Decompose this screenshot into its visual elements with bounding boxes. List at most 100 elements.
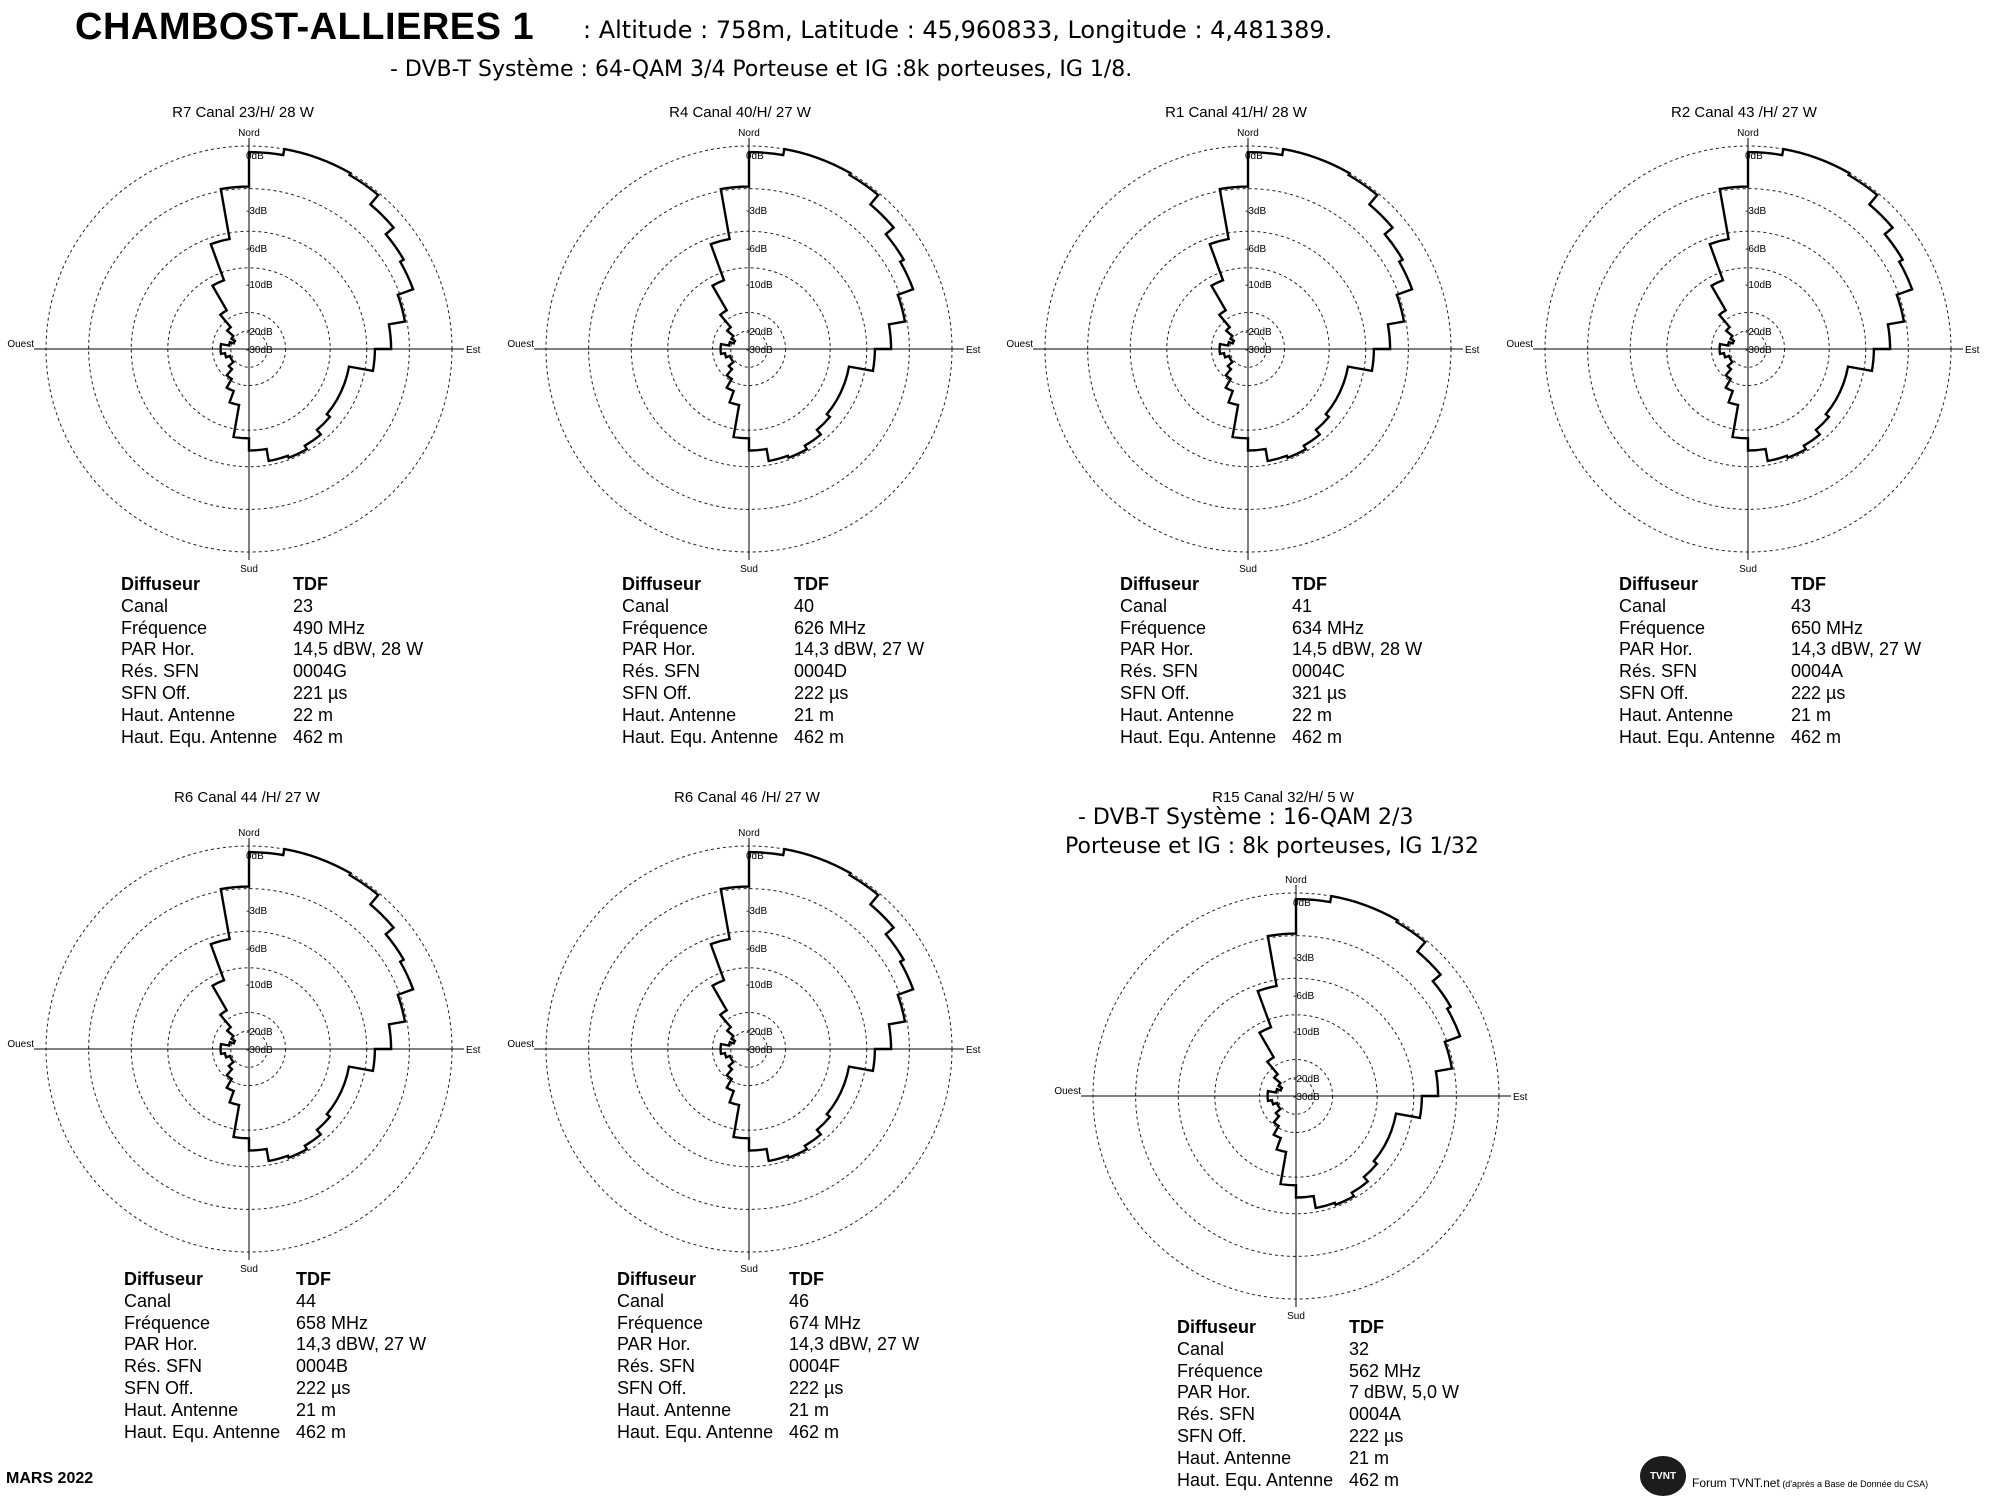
param-value: 0004A xyxy=(1791,661,1844,682)
antenna-label-5: R6 Canal 44 /H/ 27 W xyxy=(174,789,320,806)
param-name: PAR Hor. xyxy=(617,1334,691,1355)
param-name: Diffuseur xyxy=(1120,574,1200,594)
param-name: Diffuseur xyxy=(1177,1317,1257,1337)
param-value: 14,5 dBW, 28 W xyxy=(1292,639,1423,660)
db-label: -6dB xyxy=(1293,991,1314,1002)
north-label: Nord xyxy=(1285,875,1307,886)
antenna-label-4: R2 Canal 43 /H/ 27 W xyxy=(1671,104,1817,121)
table-row: SFN Off. 222 µs xyxy=(622,683,924,705)
north-label: Nord xyxy=(738,828,760,839)
db-label: -3dB xyxy=(1293,953,1314,964)
param-name: Haut. Antenne xyxy=(617,1399,732,1420)
system-line: - DVB-T Système : 64-QAM 3/4 Porteuse et… xyxy=(390,57,1133,82)
param-value: 222 µs xyxy=(794,682,849,703)
east-label: Est xyxy=(1465,345,1480,356)
db-label: -6dB xyxy=(246,944,267,955)
param-value: 221 µs xyxy=(293,682,348,703)
radiation-pattern xyxy=(1708,147,1914,463)
antenna-label-3: R1 Canal 41/H/ 28 W xyxy=(1165,104,1307,121)
east-label: Est xyxy=(1513,1092,1528,1103)
table-row: SFN Off. 221 µs xyxy=(121,683,423,705)
radiation-pattern xyxy=(1208,147,1414,463)
param-name: Rés. SFN xyxy=(1619,661,1698,682)
db-label: -20dB xyxy=(746,1027,773,1038)
param-name: PAR Hor. xyxy=(1177,1382,1251,1403)
db-label: -10dB xyxy=(746,980,773,991)
north-label: Nord xyxy=(1737,128,1759,139)
param-name: SFN Off. xyxy=(124,1377,194,1398)
db-label: -20dB xyxy=(1293,1074,1320,1085)
db-label: -3dB xyxy=(746,906,767,917)
db-label: -30dB xyxy=(746,345,773,356)
r15-carrier-line: Porteuse et IG : 8k porteuses, IG 1/32 xyxy=(1065,834,1479,859)
param-value: 21 m xyxy=(1349,1447,1390,1468)
east-label: Est xyxy=(466,345,481,356)
param-value: 44 xyxy=(296,1290,317,1311)
param-name: Canal xyxy=(622,595,670,616)
table-row: Rés. SFN 0004A xyxy=(1619,661,1921,683)
polar-diagram-4: NordSudEstOuest0dB-3dB-6dB-10dB-20dB-30d… xyxy=(1506,128,1979,575)
db-label: -10dB xyxy=(1745,280,1772,291)
param-name: Haut. Equ. Antenne xyxy=(617,1421,774,1442)
param-name: SFN Off. xyxy=(121,682,191,703)
db-label: -10dB xyxy=(746,280,773,291)
db-label: -20dB xyxy=(746,327,773,338)
south-label: Sud xyxy=(240,564,258,575)
param-value: 32 xyxy=(1349,1338,1370,1359)
polar-diagram-5: NordSudEstOuest0dB-3dB-6dB-10dB-20dB-30d… xyxy=(7,828,480,1275)
db-label: 0dB xyxy=(1293,898,1311,909)
param-value: 0004A xyxy=(1349,1404,1402,1425)
param-value: 22 m xyxy=(293,704,334,725)
param-value: 626 MHz xyxy=(794,617,867,638)
param-value: 462 m xyxy=(1349,1469,1400,1490)
param-name: Fréquence xyxy=(617,1312,704,1333)
db-label: -20dB xyxy=(1745,327,1772,338)
db-label: -3dB xyxy=(246,906,267,917)
db-label: -10dB xyxy=(246,280,273,291)
db-label: 0dB xyxy=(246,151,264,162)
db-label: -30dB xyxy=(746,1045,773,1056)
west-label: Ouest xyxy=(1006,339,1033,350)
table-row: PAR Hor.14,5 dBW, 28 W xyxy=(1120,639,1422,661)
param-name: SFN Off. xyxy=(1619,682,1689,703)
param-value: 41 xyxy=(1292,595,1313,616)
param-name: SFN Off. xyxy=(622,682,692,703)
radiation-pattern xyxy=(209,147,415,463)
param-value: TDF xyxy=(296,1269,331,1289)
db-label: -30dB xyxy=(246,345,273,356)
antenna-label-2: R4 Canal 40/H/ 27 W xyxy=(669,104,811,121)
antenna-label-7: R15 Canal 32/H/ 5 W xyxy=(1212,789,1354,806)
param-name: Rés. SFN xyxy=(1177,1404,1256,1425)
south-label: Sud xyxy=(740,564,758,575)
param-name: PAR Hor. xyxy=(1619,639,1693,660)
param-value: 7 dBW, 5,0 W xyxy=(1349,1382,1460,1403)
param-value: 222 µs xyxy=(1349,1425,1404,1446)
db-label: -30dB xyxy=(1245,345,1272,356)
db-label: -3dB xyxy=(1745,206,1766,217)
param-name: Rés. SFN xyxy=(1120,661,1199,682)
param-name: Canal xyxy=(1120,595,1168,616)
param-value: 14,3 dBW, 27 W xyxy=(1791,639,1922,660)
param-name: PAR Hor. xyxy=(622,639,696,660)
param-name: Haut. Equ. Antenne xyxy=(622,726,779,747)
param-name: Haut. Equ. Antenne xyxy=(1619,726,1776,747)
table-row: SFN Off.321 µs xyxy=(1120,683,1422,705)
east-label: Est xyxy=(966,345,981,356)
